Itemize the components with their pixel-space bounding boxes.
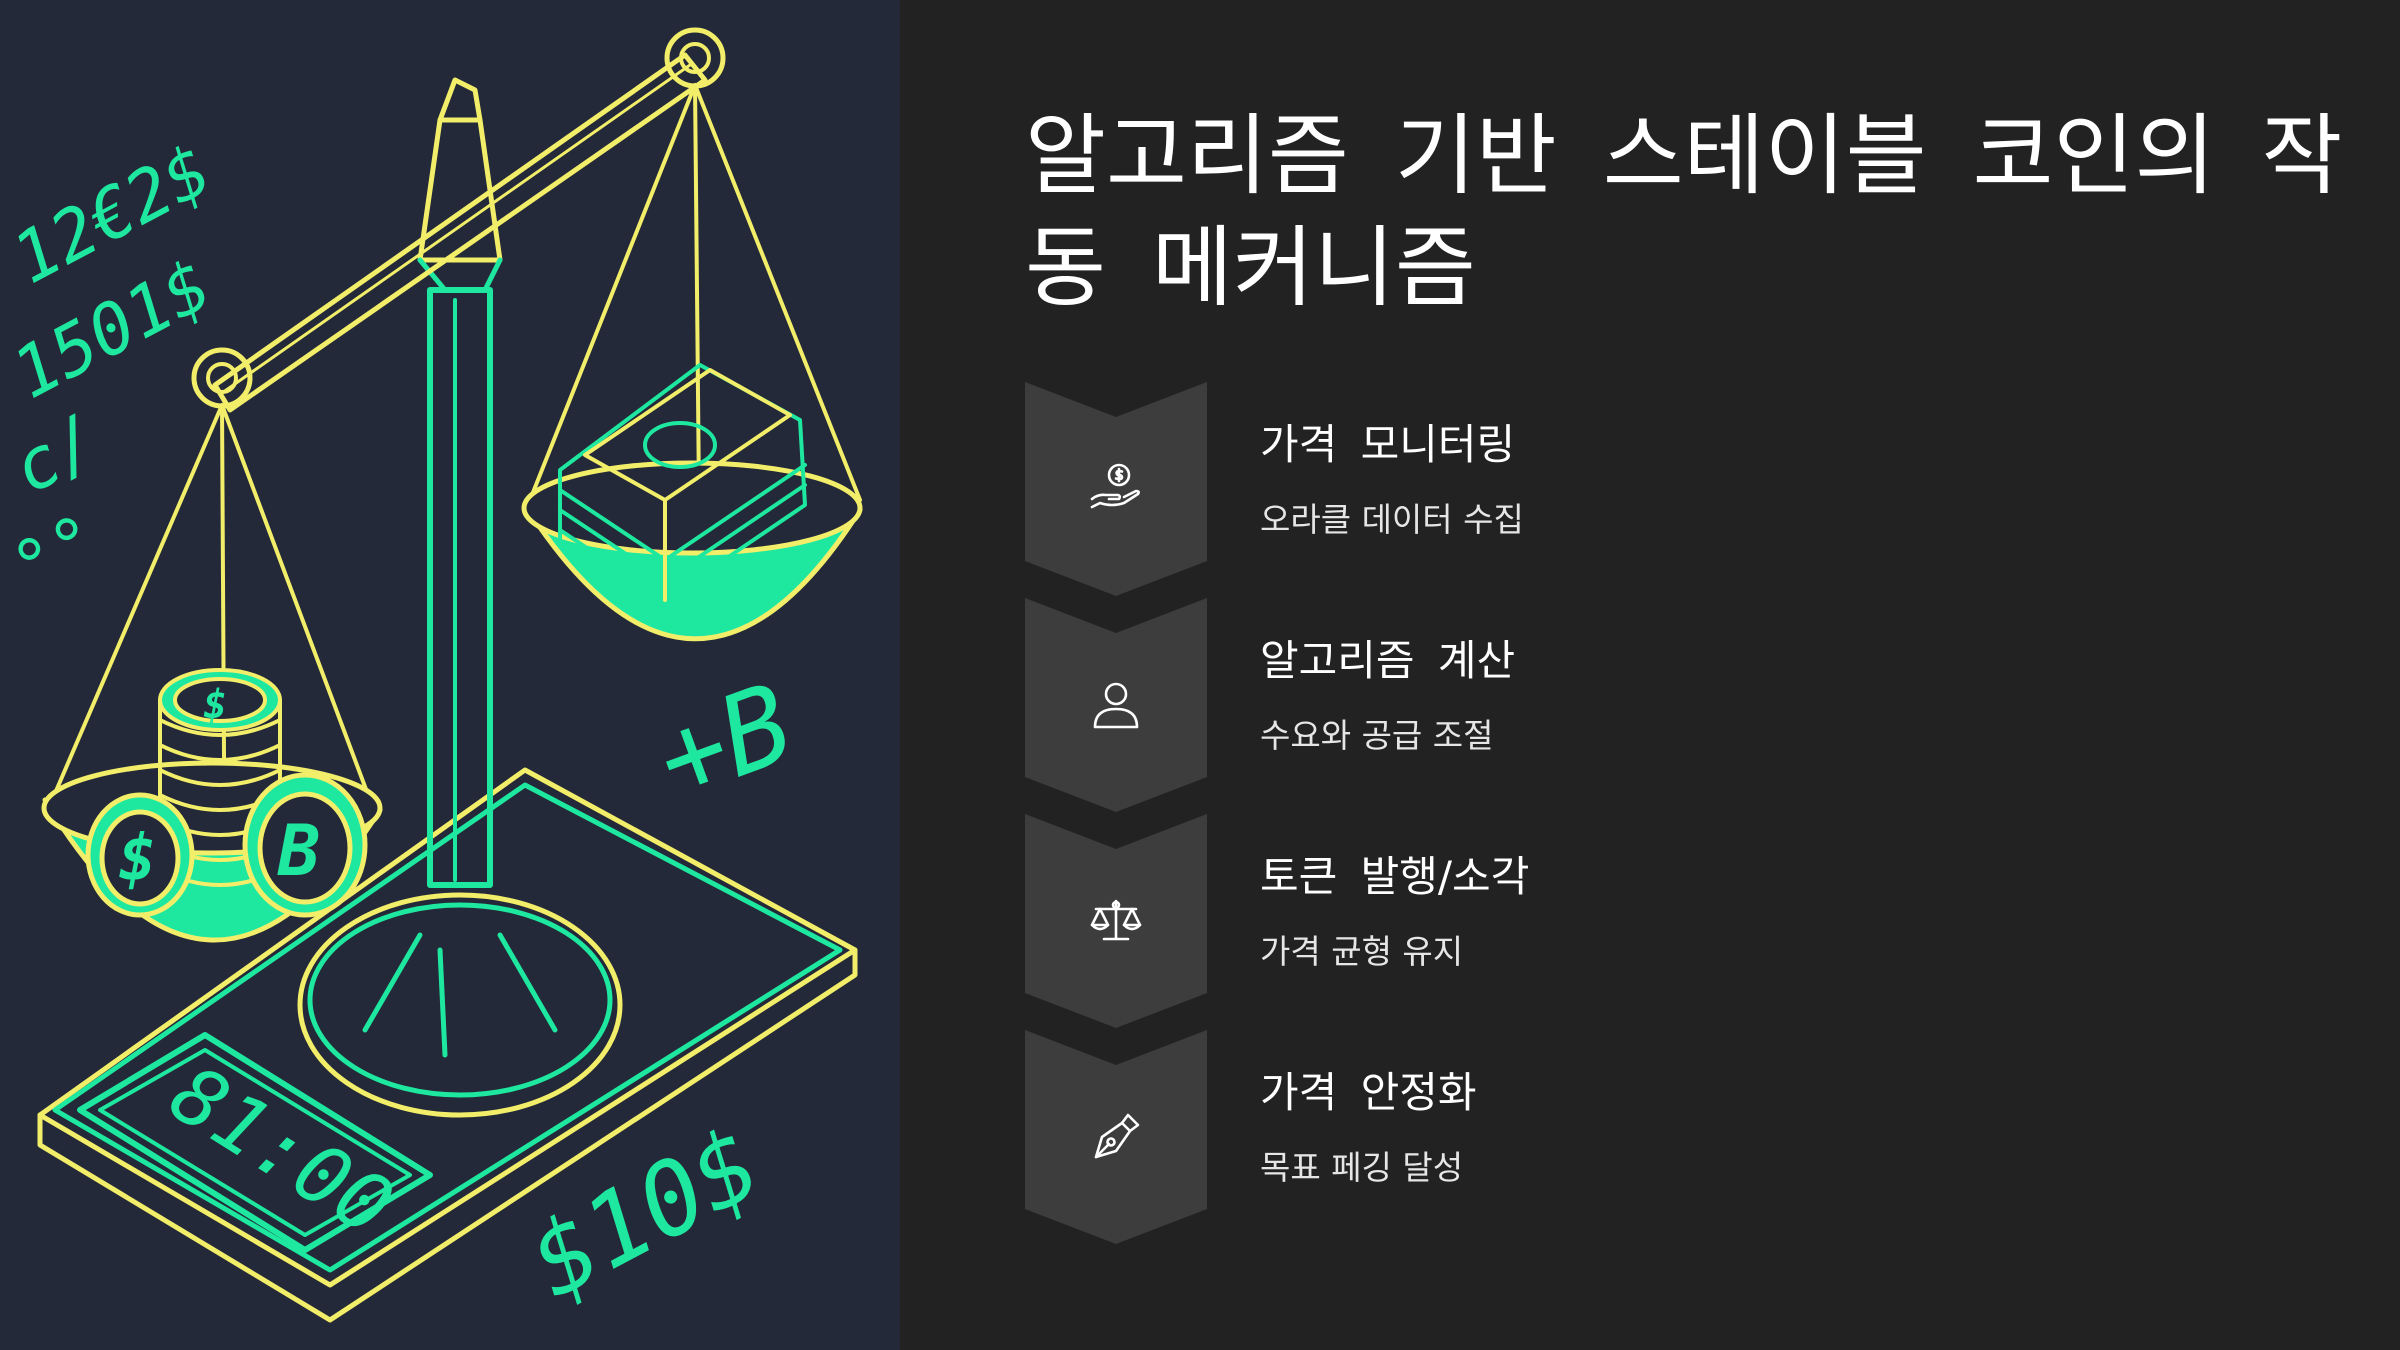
scale-beam xyxy=(212,52,708,413)
balance-scale-illustration: 12€2$ 1501$ c/ °° +B $10$ 81:00 $ B $ xyxy=(0,27,863,1323)
illustration-panel: 12€2$ 1501$ c/ °° +B $10$ 81:00 $ B $ xyxy=(0,0,900,1350)
step-title: 가격 모니터링 xyxy=(1260,420,1516,469)
coin-dollar-left xyxy=(85,792,195,918)
step-desc: 수요와 공급 조절 xyxy=(1260,716,1494,755)
price-tag: $10$ xyxy=(511,1105,779,1321)
step-desc: 가격 균형 유지 xyxy=(1260,932,1464,971)
content-panel: 알고리즘 기반 스테이블 코인의 작동 메커니즘 가격 모니터링 오라클 데이터… xyxy=(900,0,2400,1350)
step-price-stabilize: 가격 안정화 목표 페깅 달성 xyxy=(1025,1030,1925,1244)
step-price-monitoring: 가격 모니터링 오라클 데이터 수집 xyxy=(1025,382,1925,596)
step-title: 토큰 발행/소각 xyxy=(1260,852,1530,901)
pen-nib-icon xyxy=(1094,1113,1140,1159)
step-chevron xyxy=(1025,1030,1207,1244)
step-chevron xyxy=(1025,814,1207,1028)
step-title: 가격 안정화 xyxy=(1260,1068,1477,1117)
step-desc: 오라클 데이터 수집 xyxy=(1260,500,1524,539)
user-icon xyxy=(1093,682,1139,729)
coin-bitcoin xyxy=(242,772,368,918)
floating-number-4: °° xyxy=(0,498,112,610)
scale-display xyxy=(77,1032,433,1253)
btc-tag: +B xyxy=(640,659,808,825)
page-title: 알고리즘 기반 스테이블 코인의 작동 메커니즘 xyxy=(1025,104,2343,319)
coin-label-dollar-top: $ xyxy=(203,682,227,728)
step-chevron xyxy=(1025,382,1207,596)
step-title: 알고리즘 계산 xyxy=(1260,636,1516,685)
step-algorithm-calc: 알고리즘 계산 수요와 공급 조절 xyxy=(1025,598,1925,812)
money-stack xyxy=(558,363,807,602)
scale-icon xyxy=(1090,899,1142,941)
coin-label-dollar-left: $ xyxy=(118,822,157,896)
hand-coin-icon xyxy=(1090,463,1140,509)
step-desc: 목표 페깅 달성 xyxy=(1260,1148,1464,1187)
scale-pillar xyxy=(427,287,493,888)
step-chevron xyxy=(1025,598,1207,812)
step-token-mint-burn: 토큰 발행/소각 가격 균형 유지 xyxy=(1025,814,1925,1028)
coin-label-bitcoin: B xyxy=(277,810,320,892)
floating-number-3: c/ xyxy=(0,398,112,510)
